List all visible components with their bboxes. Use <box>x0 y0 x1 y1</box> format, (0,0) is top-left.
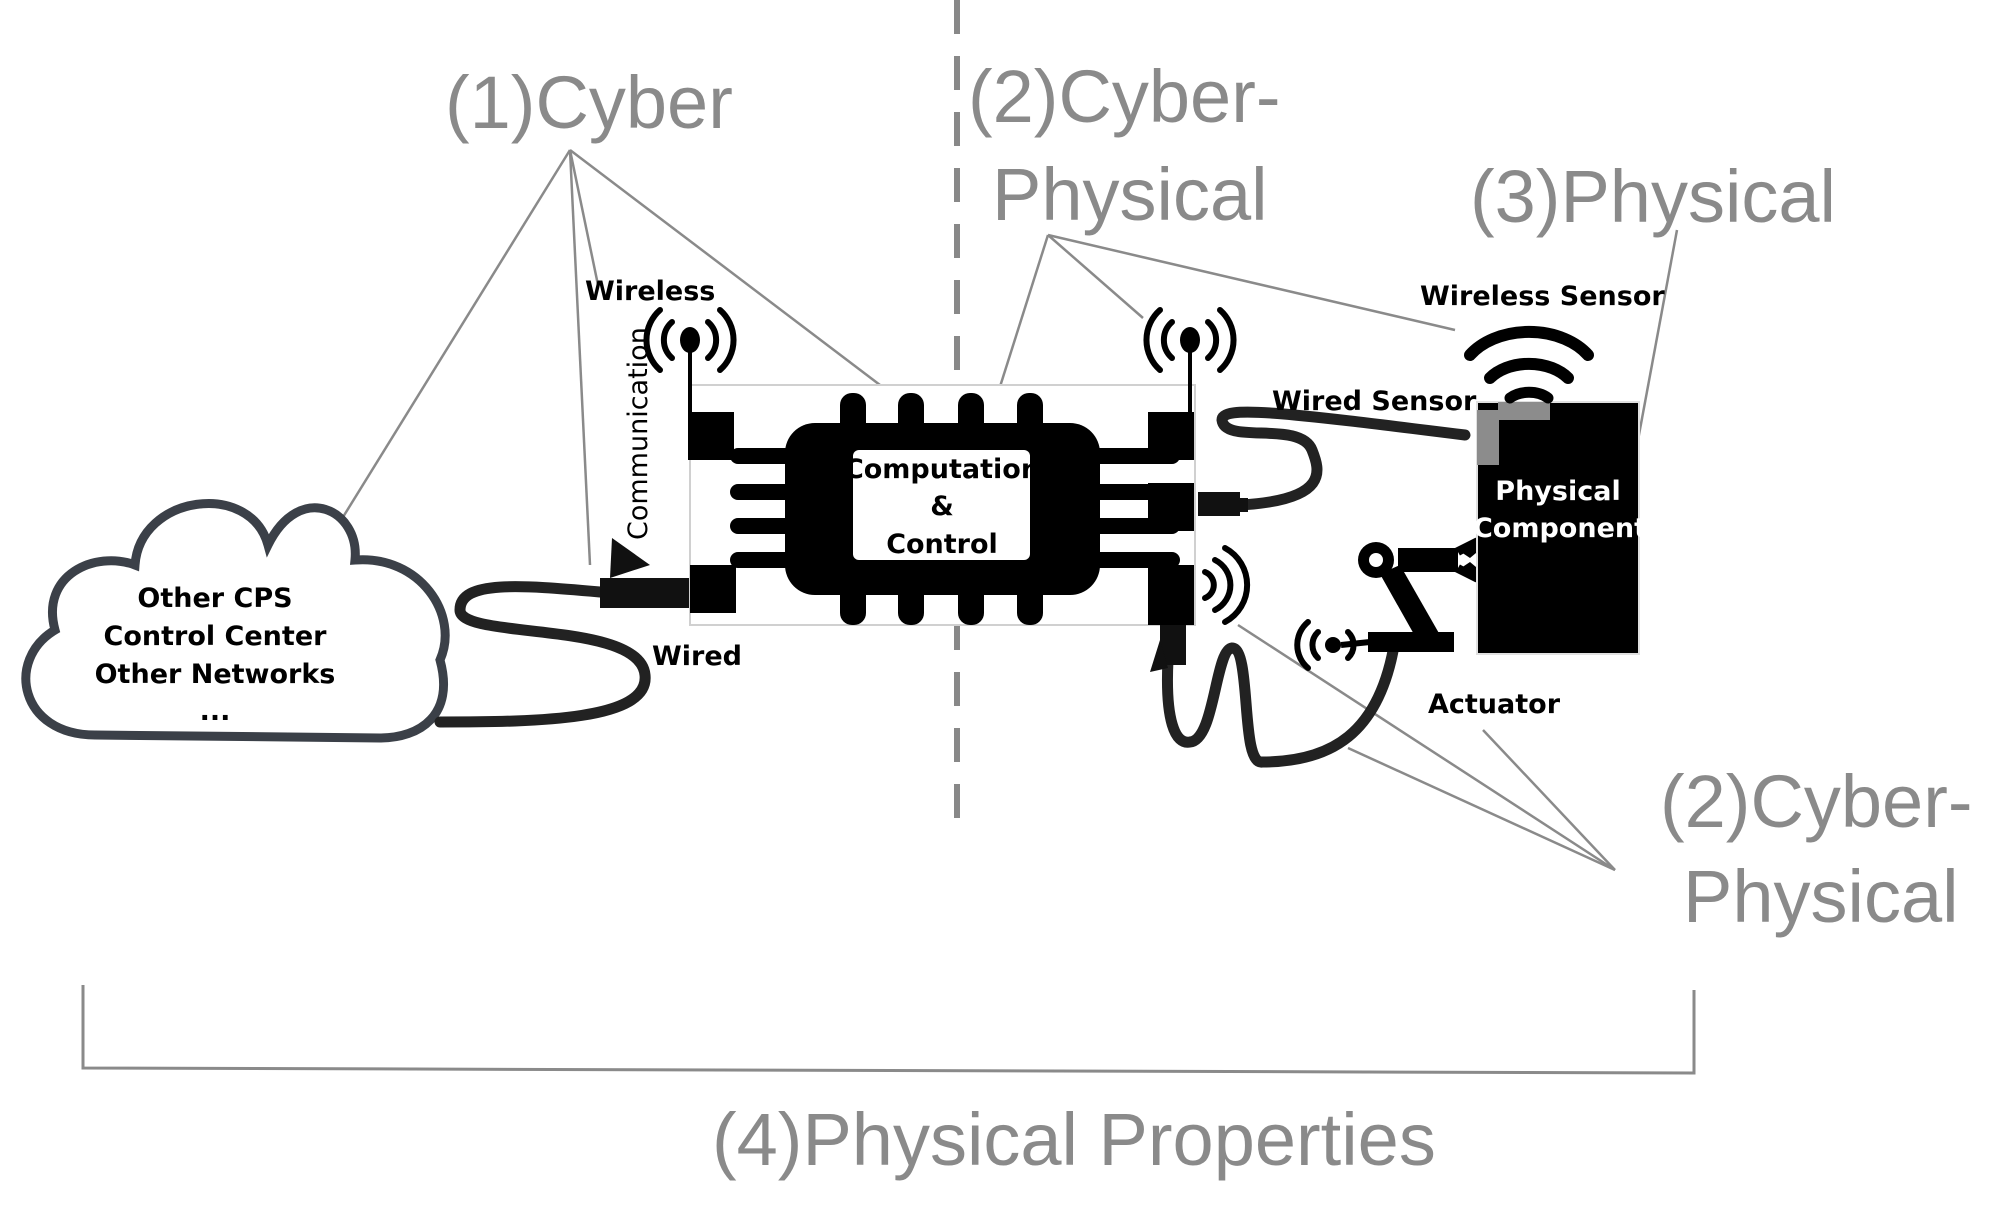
wireless-sensor-label: Wireless Sensor <box>1420 281 1665 312</box>
io-ports <box>688 412 1194 625</box>
cyber-leader-lines <box>333 149 881 566</box>
chip-label-window <box>853 450 1030 560</box>
cyber-physical-right-leader-lines <box>1237 623 1616 872</box>
region-cyber-physical-right-line2: Physical <box>1683 855 1959 938</box>
cloud-line1: Other CPS <box>137 583 292 614</box>
wired-sensor-attachment <box>1477 410 1499 465</box>
ethernet-plug-left <box>600 538 698 608</box>
region-cyber-physical-top-line2: Physical <box>992 153 1268 236</box>
signal-waves-icon <box>1202 545 1251 625</box>
region-cyber-physical-right-line1: (2)Cyber- <box>1660 760 1972 843</box>
physical-leader-line <box>1636 229 1679 441</box>
physical-component-label-line2: Component <box>1473 513 1647 544</box>
region-physical-properties-label: (4)Physical Properties <box>712 1098 1436 1181</box>
region-cyber-physical-top-line1: (2)Cyber- <box>968 55 1280 138</box>
computation-label: Computation <box>844 454 1040 485</box>
wired-label: Wired <box>652 641 742 672</box>
cloud-network: Other CPS Control Center Other Networks … <box>21 499 450 743</box>
cloud-line2: Control Center <box>104 621 328 652</box>
physical-component-label-line1: Physical <box>1495 476 1620 507</box>
cloud-line4: ... <box>200 696 231 727</box>
antenna-icon-left <box>643 307 737 412</box>
wireless-label: Wireless <box>585 276 715 307</box>
robot-arm-actuator-icon <box>1294 535 1489 671</box>
cloud-line3: Other Networks <box>95 659 336 690</box>
wired-cable <box>434 581 651 728</box>
communication-label: Communication <box>623 327 654 540</box>
wired-sensor-label: Wired Sensor <box>1272 386 1477 417</box>
actuator-label: Actuator <box>1428 689 1561 720</box>
physical-properties-bracket <box>81 985 1696 1075</box>
wireless-sensor-attachment <box>1498 402 1550 420</box>
wireless-sensor-wifi-icon <box>1464 325 1594 404</box>
ampersand-label: & <box>930 491 954 522</box>
sensor-plug <box>1198 492 1248 516</box>
ethernet-plug-bottom <box>1150 625 1186 672</box>
cyber-physical-top-leader-lines <box>996 233 1456 394</box>
antenna-icon-right <box>1143 307 1237 412</box>
control-label: Control <box>886 529 998 560</box>
region-physical-label: (3)Physical <box>1470 155 1836 238</box>
actuator-cable <box>1161 634 1401 768</box>
wired-sensor-cable <box>1216 406 1471 511</box>
region-cyber-label: (1)Cyber <box>445 61 733 144</box>
physical-component <box>1476 401 1640 655</box>
